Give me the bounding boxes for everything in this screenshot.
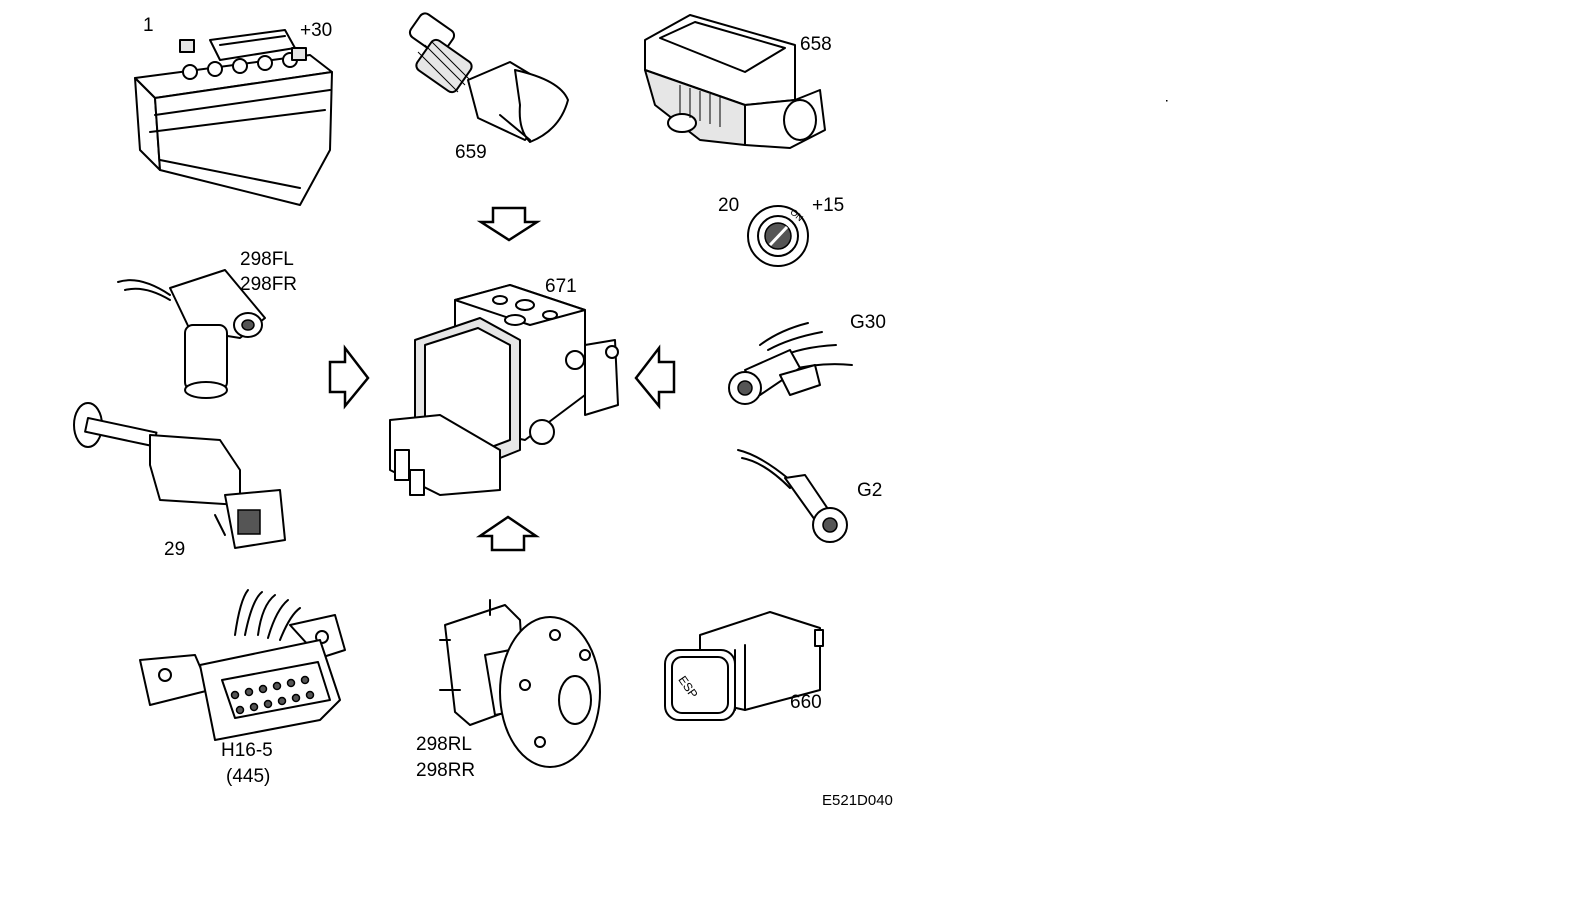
front-wheel-sensor-label-fl: 298FL [240,249,294,270]
ignition-switch-label: 20 [718,195,740,216]
yaw-sensor-label: 658 [800,34,832,55]
arrow-up-icon [475,515,541,552]
brake-light-switch-illustration [73,402,286,549]
battery-illustration [134,29,333,206]
ground-g2-label: G2 [857,480,883,501]
ignition-switch-illustration [747,205,809,267]
abs-unit-illustration [389,284,619,496]
battery-terminal-label: +30 [300,20,333,41]
diagnostic-connector-illustration [139,589,346,741]
front-wheel-sensor-label-fr: 298FR [240,274,298,295]
arrow-right-icon [328,344,370,410]
diagnostic-connector-label: H16-5 [221,740,273,761]
esp-switch-label: 660 [790,692,822,713]
yaw-sensor-illustration [644,14,826,149]
figure-code: E521D040 [822,792,893,809]
ground-g30-illustration [728,322,853,405]
brake-light-switch-label: 29 [164,539,186,560]
rear-wheel-sensor-illustration [439,599,601,768]
abs-unit-label: 671 [545,276,577,297]
ignition-terminal-label: +15 [812,195,845,216]
rear-wheel-sensor-label-rr: 298RR [416,760,476,781]
pressure-sensor-label: 659 [455,142,487,163]
ground-g2-illustration [737,449,848,543]
arrow-down-icon [476,206,542,242]
rear-wheel-sensor-label-rl: 298RL [416,734,472,755]
esp-switch-illustration [664,611,824,721]
speck [1166,100,1168,102]
diagnostic-connector-sublabel: (445) [226,766,271,787]
ground-g30-label: G30 [850,312,886,333]
pressure-sensor-illustration [408,12,569,143]
arrow-left-icon [634,344,676,410]
battery-label: 1 [143,15,154,36]
front-wheel-sensor-illustration [117,269,266,399]
